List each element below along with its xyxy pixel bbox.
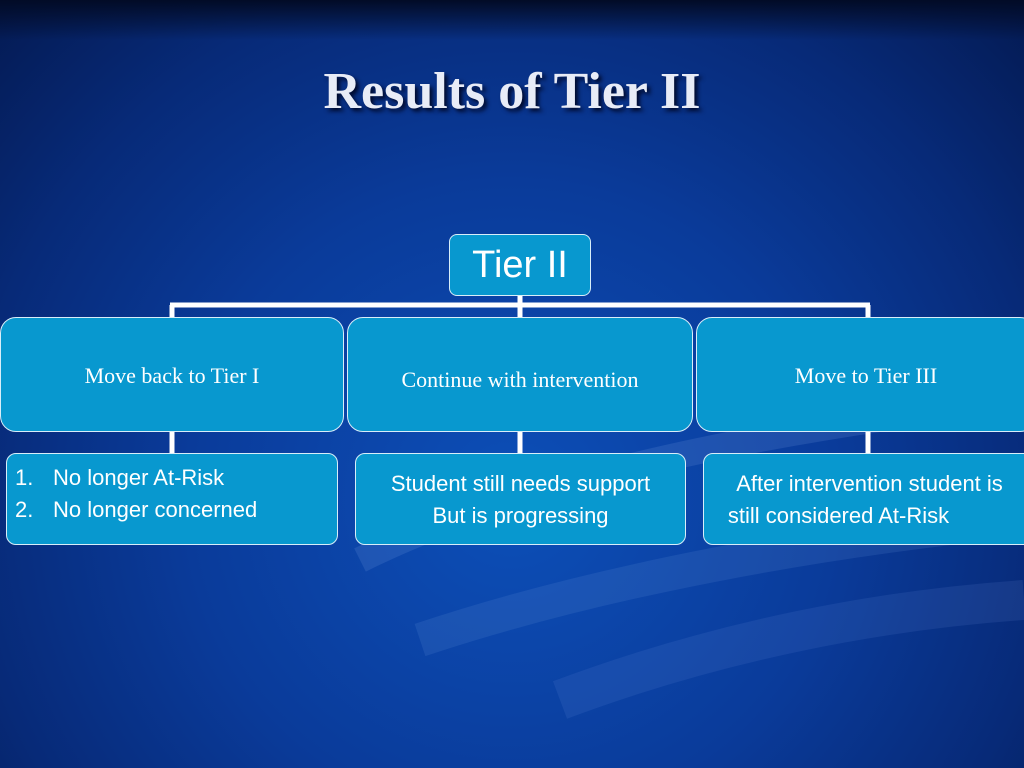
root-node-tier-ii: Tier II <box>449 234 591 296</box>
slide-title: Results of Tier II <box>323 63 701 120</box>
branch-label: Move back to Tier I <box>84 363 260 388</box>
branch-node-move-to-tier-iii: Move to Tier III <box>696 317 1024 432</box>
list-text: No longer concerned <box>53 497 258 522</box>
detail-list-item: 2. No longer concerned <box>15 494 257 526</box>
branch-label: Move to Tier III <box>794 363 938 388</box>
detail-list-item: 1. No longer At-Risk <box>15 462 224 494</box>
detail-node-move-to-tier-iii: After intervention student is still cons… <box>703 453 1024 545</box>
list-number: 2. <box>15 497 34 522</box>
detail-line: But is progressing <box>432 503 609 528</box>
list-text: No longer At-Risk <box>53 465 225 490</box>
detail-node-move-back: 1. No longer At-Risk 2. No longer concer… <box>6 453 338 545</box>
top-shadow-band <box>0 0 1024 40</box>
root-node-label: Tier II <box>472 243 568 286</box>
detail-line: still considered At-Risk <box>727 503 950 528</box>
detail-node-continue: Student still needs support But is progr… <box>355 453 686 545</box>
branch-node-continue: Continue with intervention <box>347 317 693 432</box>
branch-label: Continue with intervention <box>401 367 639 392</box>
detail-line: After intervention student is <box>736 471 1003 496</box>
list-number: 1. <box>15 465 34 490</box>
detail-line: Student still needs support <box>390 471 651 496</box>
branch-node-move-back: Move back to Tier I <box>0 317 344 432</box>
